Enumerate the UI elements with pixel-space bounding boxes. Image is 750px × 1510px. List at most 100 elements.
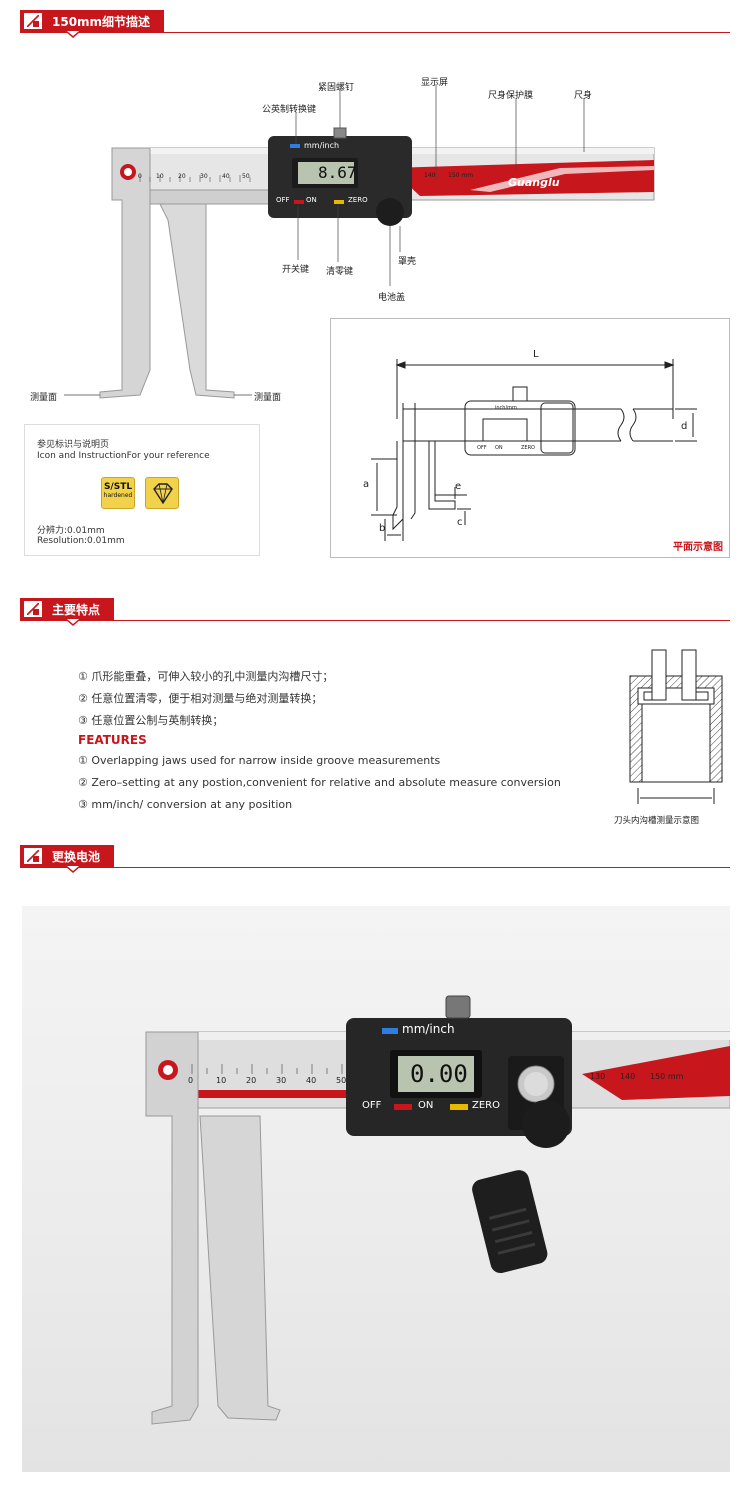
plan-view-box: L d a b e c inch/mm OFF ON ZERO 平面示意图: [330, 318, 730, 558]
photo-reading: 0.00: [410, 1060, 468, 1088]
feature-cn-3: ③ 任意位置公制与英制转换；: [78, 714, 224, 727]
slider-plate: [149, 189, 271, 205]
plan-mini-zero: ZERO: [521, 445, 535, 451]
resolution-en: Resolution:0.01mm: [37, 536, 125, 546]
plan-view-diagram: [371, 359, 697, 541]
section-notch: [66, 619, 80, 626]
photo-scale-mark: 40: [306, 1076, 317, 1085]
plan-mini-off: OFF: [477, 445, 487, 451]
callout-display: 显示屏: [421, 78, 449, 88]
section-title: 更换电池: [52, 849, 101, 864]
photo-scale-mark: 20: [246, 1076, 257, 1085]
section-notch: [66, 31, 80, 38]
resolution-cn: 分辨力:0.01mm: [37, 526, 105, 536]
battery-caliper-illustration: [145, 995, 730, 1425]
scale-mark: 20: [178, 173, 186, 180]
scale-mark: 150 mm: [448, 172, 474, 179]
photo-zero-label: ZERO: [472, 1100, 500, 1111]
photo-on-label: ON: [418, 1100, 434, 1111]
off-key: [294, 200, 304, 204]
scale-ticks: [139, 175, 251, 182]
callout-ruler-body: 尺身: [574, 91, 593, 101]
section-divider: [20, 620, 730, 621]
scale-mark: 10: [156, 173, 164, 180]
scale-mark: 30: [200, 173, 208, 180]
section-divider: [20, 32, 730, 33]
plan-mini-unit: inch/mm: [495, 405, 517, 411]
section-title: 150mm细节描述: [52, 14, 151, 29]
callout-battery-cover: 电池盖: [378, 293, 406, 303]
callout-ruler-film: 尺身保护膜: [488, 91, 534, 101]
photo-scale-mark: 10: [216, 1076, 227, 1085]
scale-mark: 140: [424, 172, 436, 179]
info-title: 参见标识与说明页: [37, 440, 110, 450]
caliper-diagram: [64, 84, 655, 399]
corner-icon: [24, 601, 42, 617]
reference-info-box: 参见标识与说明页 Icon and InstructionFor your re…: [24, 424, 260, 556]
photo-unit-label: mm/inch: [402, 1022, 455, 1036]
section-header-battery: 更换电池: [20, 845, 730, 873]
section-header-features: 主要特点: [20, 598, 730, 626]
callout-cover: 罩壳: [398, 257, 417, 267]
feature-cn-1: ① 爪形能重叠，可伸入较小的孔中测量内沟槽尺寸；: [78, 670, 334, 683]
callout-measure-face-left: 测量面: [30, 393, 58, 403]
lock-screw: [333, 127, 347, 139]
photo-scale-mark: 140: [620, 1072, 636, 1081]
scale-mark: 50: [242, 173, 250, 180]
sliding-jaw: [157, 199, 235, 399]
device-unit-label: mm/inch: [304, 141, 340, 150]
zero-key: [334, 200, 344, 204]
photo-off-label: OFF: [362, 1100, 382, 1111]
groove-caption: 刀头内沟槽测量示意图: [614, 816, 700, 826]
photo-scale-mark: 150 mm: [650, 1072, 684, 1081]
device-zero-label: ZERO: [348, 196, 368, 204]
dim-d: d: [681, 421, 688, 432]
badge-sub: hardened: [103, 492, 133, 499]
dim-b: b: [379, 523, 386, 534]
corner-icon: [24, 848, 42, 864]
plan-caption: 平面示意图: [673, 542, 723, 553]
section-tab: 更换电池: [20, 845, 115, 867]
stainless-badge: S/STL hardened: [101, 477, 135, 509]
info-subtitle: Icon and InstructionFor your reference: [37, 451, 210, 461]
dim-a: a: [363, 479, 370, 490]
film-swoosh: [470, 166, 654, 192]
groove-diagram: [629, 649, 723, 804]
section-tab: 主要特点: [20, 598, 115, 620]
device-brand: Guanglu: [508, 176, 560, 189]
section-divider: [20, 867, 730, 868]
plan-mini-on: ON: [495, 445, 503, 451]
photo-scale-mark: 0: [188, 1076, 194, 1085]
unit-key: [290, 144, 300, 148]
lcd-screen: [298, 162, 354, 184]
photo-scale-mark: 30: [276, 1076, 287, 1085]
features-title: FEATURES: [78, 733, 147, 747]
scale-mark: 40: [222, 173, 230, 180]
callout-power-key: 开关键: [282, 265, 310, 275]
device-on-label: ON: [306, 196, 317, 204]
fixed-jaw: [99, 147, 151, 399]
diamond-badge: [145, 477, 179, 509]
section-header-details: 150mm细节描述: [20, 10, 730, 38]
dim-e: e: [455, 481, 462, 492]
device-reading: 8.67: [318, 163, 357, 182]
callout-lock-screw: 紧固螺钉: [318, 83, 355, 93]
section-notch: [66, 866, 80, 873]
callout-unit-key: 公英制转换键: [262, 105, 317, 115]
scale-mark: 0: [138, 173, 142, 180]
dim-L: L: [533, 349, 539, 360]
section-tab: 150mm细节描述: [20, 10, 165, 32]
callout-measure-face-right: 测量面: [254, 393, 282, 403]
photo-scale-mark: 50: [336, 1076, 347, 1085]
feature-en-2: ② Zero–setting at any postion,convenient…: [78, 776, 561, 789]
diamond-icon: [153, 483, 173, 505]
battery-cover-icon: [472, 1170, 548, 1274]
feature-en-1: ① Overlapping jaws used for narrow insid…: [78, 754, 441, 767]
dim-c: c: [457, 517, 463, 528]
badge-text: S/STL: [103, 482, 133, 492]
corner-icon: [24, 13, 42, 29]
feature-cn-2: ② 任意位置清零，便于相对测量与绝对测量转换；: [78, 692, 323, 705]
device-off-label: OFF: [276, 196, 290, 204]
callout-zero-key: 清零键: [326, 267, 354, 277]
battery-replacement-photo: mm/inch 0.00 OFF ON ZERO 0 10 20 30 40 5…: [22, 906, 730, 1472]
